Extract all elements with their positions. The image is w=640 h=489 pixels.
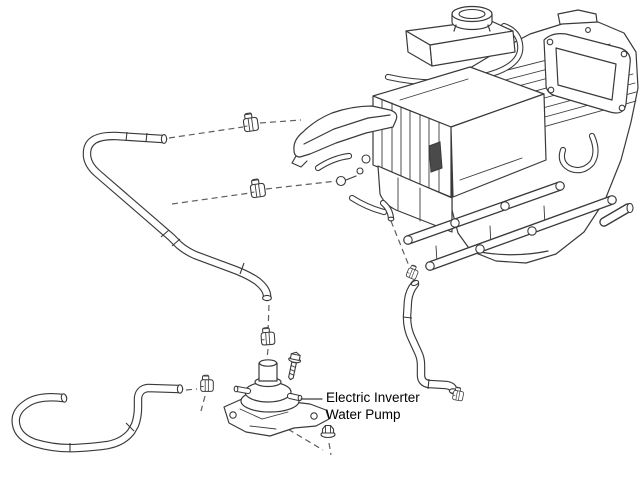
inverter-water-hose xyxy=(402,279,458,395)
dashed-assembly-line xyxy=(265,180,338,190)
pump-outlet-port xyxy=(297,394,303,402)
dashed-assembly-line xyxy=(267,304,270,332)
hose-fitting xyxy=(335,175,347,187)
coolant-piping xyxy=(314,152,453,233)
dashed-assembly-line xyxy=(171,192,251,205)
hose-clamp-pump-neck xyxy=(260,326,276,346)
pump-inlet-port xyxy=(233,385,239,393)
pump-mounting-nut xyxy=(320,424,336,439)
dashed-assembly-line xyxy=(259,119,302,124)
reservoir-cap xyxy=(451,5,493,32)
coolant-reservoir-tank xyxy=(384,5,524,86)
dashed-assembly-line xyxy=(266,348,269,360)
frame-rails xyxy=(403,181,617,271)
pump-mounting-bolt xyxy=(284,350,303,382)
part-label-line2: Water Pump xyxy=(326,407,401,422)
electric-inverter-water-pump xyxy=(223,359,330,437)
mounting-bracket-arm xyxy=(291,105,398,168)
upper-water-hose xyxy=(82,131,272,302)
dashed-assembly-line xyxy=(185,388,198,391)
dashed-assembly-line xyxy=(168,126,244,139)
hose-clamp-middle xyxy=(248,177,267,199)
dashed-assembly-line xyxy=(390,220,410,267)
pipe-outlet xyxy=(387,216,395,222)
hose-clamp-right-upper xyxy=(405,263,421,281)
dashed-assembly-line xyxy=(200,395,206,412)
dashed-assembly-line xyxy=(328,442,332,456)
hose-clamp-pump-inlet xyxy=(200,374,214,392)
lower-water-hose xyxy=(11,383,184,453)
inverter-clip xyxy=(428,141,443,173)
part-label-line1: Electric Inverter xyxy=(326,390,420,405)
inverter-assembly xyxy=(291,5,639,271)
hose-clamp-upper xyxy=(241,111,260,133)
